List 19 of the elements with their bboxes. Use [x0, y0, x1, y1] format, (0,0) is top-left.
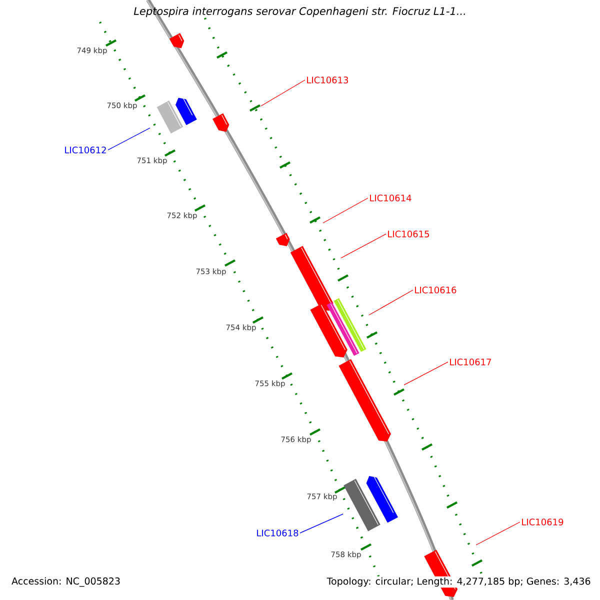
- gene-label: LIC10613: [307, 76, 348, 84]
- gene-label: LIC10614: [370, 194, 412, 202]
- gene-label: LIC10618: [257, 530, 298, 536]
- gene-label: LIC10617: [450, 358, 491, 366]
- gene-label: LIC10615: [388, 230, 429, 238]
- gene-label: LIC10616: [415, 286, 456, 294]
- gene-label: LIC10619: [522, 518, 564, 526]
- gene-label: LIC10612: [65, 146, 106, 154]
- leader-line: [340, 234, 386, 258]
- leader-line: [404, 362, 448, 386]
- leader-line: [476, 522, 520, 546]
- accession-text: Accession: NC_005823: [12, 577, 120, 587]
- leader-line: [322, 198, 368, 224]
- leader-line: [260, 80, 306, 106]
- summary-text: Topology: circular; Length: 4,277,185 bp; Genes: 3,436: [326, 576, 592, 588]
- title: Leptospira interrogans serovar Copenhageni str. Fiocruz L1-1...: [134, 6, 466, 18]
- leader-line: [300, 514, 344, 534]
- leader-line: [108, 128, 150, 150]
- leader-line: [368, 290, 414, 316]
